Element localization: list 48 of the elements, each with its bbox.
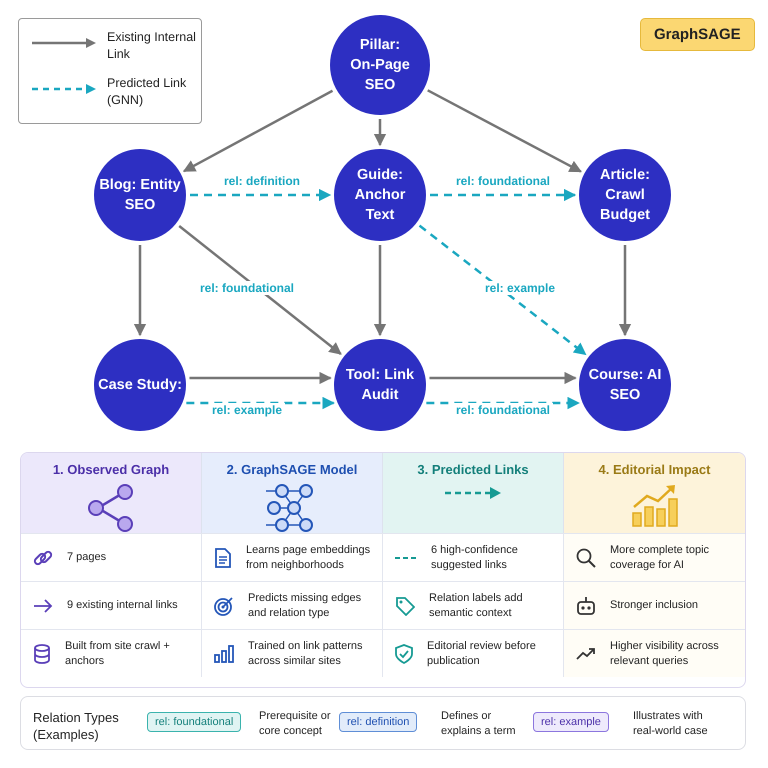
title-badge: GraphSAGE [640, 18, 755, 51]
arrow [374, 245, 386, 336]
cell-text: 6 high-confidence suggested links [431, 542, 519, 572]
cell-text: Learns page embeddings from neighborhoods [246, 542, 372, 572]
legend-text: Predicted Link (GNN) [107, 75, 188, 109]
tag-description: Defines or explains a term [441, 709, 517, 739]
arrow [134, 245, 146, 336]
cell-text: More complete topic coverage for AI [610, 542, 710, 572]
cell-text: 9 existing internal links [67, 598, 178, 613]
cell-text: 7 pages [67, 550, 106, 565]
column-heading: 2. GraphSAGE Model [226, 462, 358, 477]
page-node-circle: Article: Crawl Budget [579, 149, 671, 241]
relation-tag: rel: definition [339, 712, 418, 732]
column-heading: 4. Editorial Impact [598, 462, 710, 477]
cell-text: Trained on link patterns across similar sites [248, 638, 364, 668]
arrow [374, 119, 386, 146]
relation-tag: rel: example [533, 712, 609, 732]
tag-description: Prerequisite or core concept [259, 709, 332, 739]
page-node-circle: Pillar: On-Page SEO [330, 15, 430, 115]
page-node-circle: Blog: Entity SEO [94, 149, 186, 241]
dashed-arrow [186, 396, 335, 410]
relation-tag: rel: foundational [147, 712, 242, 732]
cell-text: Relation labels add semantic context [429, 590, 524, 620]
arrow [618, 245, 632, 336]
legend-text: Existing Internal Link [107, 29, 197, 63]
page-node-circle: Course: AI SEO [579, 339, 671, 431]
arrow [178, 225, 342, 355]
arrow [182, 90, 334, 172]
page-node-circle: Tool: Link Audit [334, 339, 426, 431]
cell-text: Higher visibility across relevant queries [610, 638, 720, 668]
cell-text: Editorial review before publication [427, 638, 537, 668]
edge-label: rel: foundational [453, 403, 553, 417]
dashed-arrow [190, 188, 332, 202]
tag-description: Illustrates with real-world case [633, 709, 709, 739]
panel-heading: Relation Types (Examples) [33, 709, 120, 743]
dashed-arrow [426, 396, 580, 410]
cell-text: Predicts missing edges and relation type [248, 590, 362, 620]
arrow [429, 372, 577, 384]
column-heading: 1. Observed Graph [52, 462, 170, 477]
dashed-arrow [418, 224, 586, 356]
arrow [189, 372, 332, 384]
arrow [427, 89, 582, 173]
column-heading: 3. Predicted Links [417, 462, 529, 477]
page-node-circle: Guide: Anchor Text [334, 149, 426, 241]
page-node-circle: Case Study: [94, 339, 186, 431]
dashed-arrow [430, 188, 576, 202]
cell-text: Stronger inclusion [610, 598, 698, 613]
cell-text: Built from site crawl + anchors [65, 638, 171, 668]
